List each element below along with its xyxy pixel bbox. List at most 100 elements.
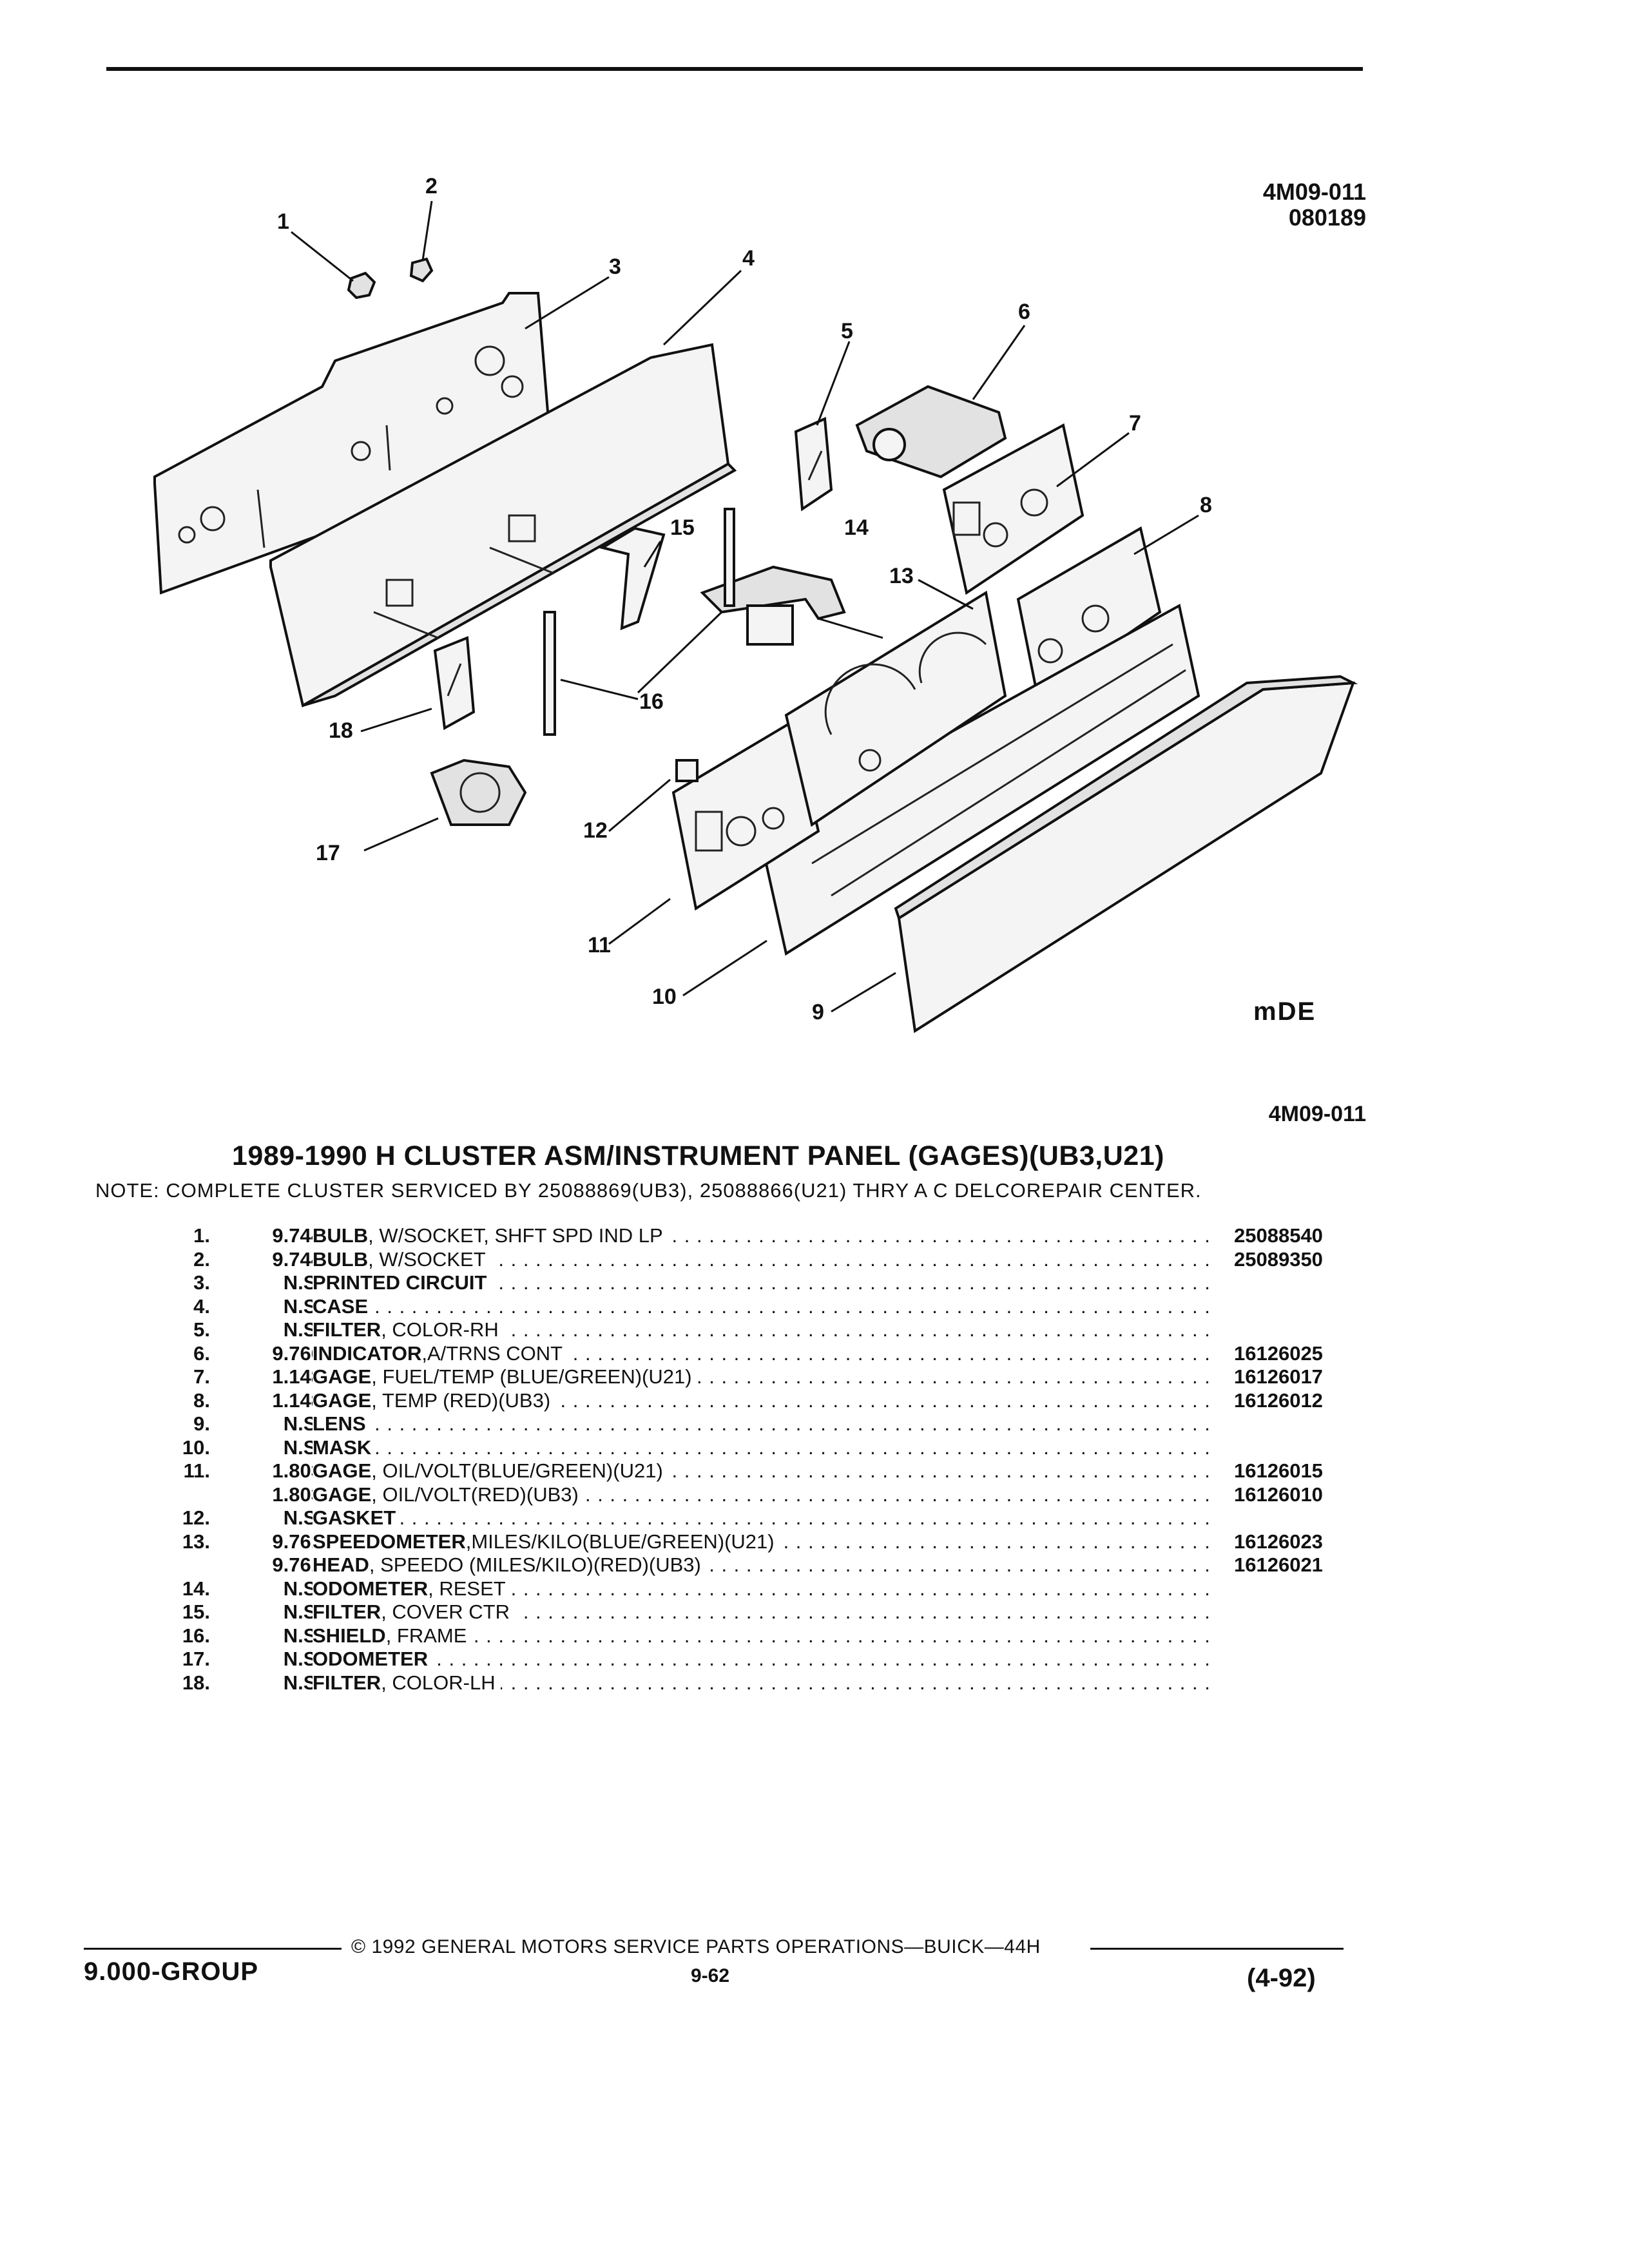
part-name: FILTER: [313, 1318, 381, 1341]
parts-row: 12.N.S.GASKET: [116, 1506, 1366, 1530]
parts-row: 16.N.S.SHIELD, FRAME: [116, 1624, 1366, 1648]
callout-18: 18: [329, 718, 353, 743]
illustration-code-line2: 080189: [1288, 204, 1366, 231]
part-description: GAGE, TEMP (RED)(UB3): [313, 1389, 1208, 1412]
mask-part-10: [758, 603, 1200, 956]
callout-5: 5: [841, 319, 853, 343]
parts-row: 14.N.S.ODOMETER, RESET: [116, 1577, 1366, 1601]
group-number: N.S.: [283, 1294, 322, 1318]
footer-page-number: 9-62: [691, 1965, 730, 1986]
group-number: 9.761: [272, 1553, 322, 1576]
part-number: 25089350: [1234, 1247, 1323, 1271]
part-name: BULB: [313, 1247, 369, 1271]
group-number: 1.803: [272, 1459, 322, 1482]
item-number: 9.: [193, 1412, 210, 1435]
part-detail: , FUEL/TEMP (BLUE/GREEN)(U21): [371, 1365, 692, 1388]
speedometer-part-13: [784, 590, 1007, 827]
callout-9: 9: [812, 1000, 824, 1024]
group-number: 1.148: [272, 1365, 322, 1388]
parts-row: 18.N.S.FILTER, COLOR-LH: [116, 1671, 1366, 1695]
part-description: GASKET: [313, 1506, 1208, 1530]
part-name: FILTER: [313, 1600, 381, 1623]
item-number: 10.: [182, 1436, 210, 1459]
part-name: FILTER: [313, 1671, 381, 1694]
part-description: LENS: [313, 1412, 1208, 1436]
part-detail: ,MILES/KILO(BLUE/GREEN)(U21): [465, 1530, 775, 1553]
part-name: GAGE: [313, 1459, 372, 1482]
item-number: 14.: [182, 1577, 210, 1600]
part-name: LENS: [313, 1412, 366, 1435]
parts-row: 5.N.S.FILTER, COLOR-RH: [116, 1318, 1366, 1342]
item-number: 16.: [182, 1624, 210, 1647]
group-number: N.S.: [283, 1318, 322, 1341]
part-number: 16126021: [1234, 1553, 1323, 1576]
callout-7: 7: [1129, 411, 1141, 436]
parts-row: 3.N.S.PRINTED CIRCUIT: [116, 1271, 1366, 1295]
gage-fuel-temp-part-7: [942, 423, 1084, 595]
footer-group: 9.000-GROUP: [84, 1957, 259, 1986]
part-detail: , COLOR-RH: [381, 1318, 499, 1341]
part-name: ODOMETER: [313, 1577, 429, 1600]
callout-4: 4: [742, 246, 755, 271]
illustration-code-bottom: 4M09-011: [1268, 1102, 1366, 1126]
part-description: SPEEDOMETER,MILES/KILO(BLUE/GREEN)(U21): [313, 1530, 1208, 1553]
part-name: ODOMETER: [313, 1648, 429, 1670]
part-number: 16126023: [1234, 1530, 1323, 1553]
parts-row: 4. N.S.CASE: [116, 1294, 1366, 1319]
filter-rh-part-5: [794, 417, 833, 512]
callout-6: 6: [1018, 300, 1030, 324]
item-number: 1.: [193, 1224, 210, 1247]
filter-lh-part-18: [433, 636, 476, 731]
part-description: FILTER, COVER CTR: [313, 1600, 1208, 1624]
part-name: CASE: [313, 1294, 369, 1318]
item-number: 2.: [193, 1247, 210, 1271]
part-detail: , COVER CTR: [381, 1600, 510, 1623]
part-description: GAGE, OIL/VOLT(RED)(UB3): [313, 1483, 1208, 1506]
page-title: 1989-1990 H CLUSTER ASM/INSTRUMENT PANEL…: [232, 1140, 1164, 1171]
group-number: 9.744: [272, 1247, 322, 1271]
footer-copyright: © 1992 GENERAL MOTORS SERVICE PARTS OPER…: [351, 1936, 1041, 1957]
footer-date: (4-92): [1247, 1964, 1316, 1992]
item-number: 17.: [182, 1648, 210, 1670]
part-detail: , COLOR-LH: [381, 1671, 496, 1694]
part-description: CASE: [313, 1294, 1208, 1318]
item-number: 15.: [182, 1600, 210, 1623]
item-number: 4.: [193, 1294, 210, 1318]
callout-2: 2: [425, 174, 438, 198]
part-detail: , W/SOCKET, SHFT SPD IND LP: [368, 1224, 663, 1247]
footer-rule-left: [84, 1948, 342, 1950]
part-description: PRINTED CIRCUIT: [313, 1271, 1208, 1294]
group-number: N.S.: [283, 1412, 322, 1435]
group-number: 1.148: [272, 1389, 322, 1412]
callout-15: 15: [670, 515, 695, 540]
part-name: HEAD: [313, 1553, 369, 1576]
item-number: 8.: [193, 1389, 210, 1412]
parts-row: 17.N.S.ODOMETER: [116, 1648, 1366, 1671]
part-description: INDICATOR,A/TRNS CONT: [313, 1341, 1208, 1365]
part-number: 16126012: [1234, 1389, 1323, 1412]
odometer-part-17: [430, 758, 527, 826]
part-number: 16126010: [1234, 1483, 1323, 1506]
callout-17: 17: [316, 841, 340, 865]
part-detail: , SPEEDO (MILES/KILO)(RED)(UB3): [369, 1553, 701, 1576]
callout-8: 8: [1200, 493, 1212, 517]
part-detail: , FRAME: [385, 1624, 467, 1647]
gage-oil-volt-part-11: [671, 719, 820, 911]
part-name: PRINTED CIRCUIT: [313, 1271, 487, 1294]
top-rule: [106, 67, 1363, 71]
part-number: 16126015: [1234, 1459, 1323, 1482]
service-note: NOTE: COMPLETE CLUSTER SERVICED BY 25088…: [95, 1179, 1202, 1202]
part-number: 16126017: [1234, 1365, 1323, 1388]
group-number: N.S.: [283, 1671, 322, 1694]
part-name: MASK: [313, 1436, 372, 1459]
indicator-part-6: [855, 385, 1007, 479]
part-name: SPEEDOMETER: [313, 1530, 466, 1553]
part-detail: ,A/TRNS CONT: [421, 1341, 563, 1365]
part-description: BULB, W/SOCKET, SHFT SPD IND LP: [313, 1224, 1208, 1247]
